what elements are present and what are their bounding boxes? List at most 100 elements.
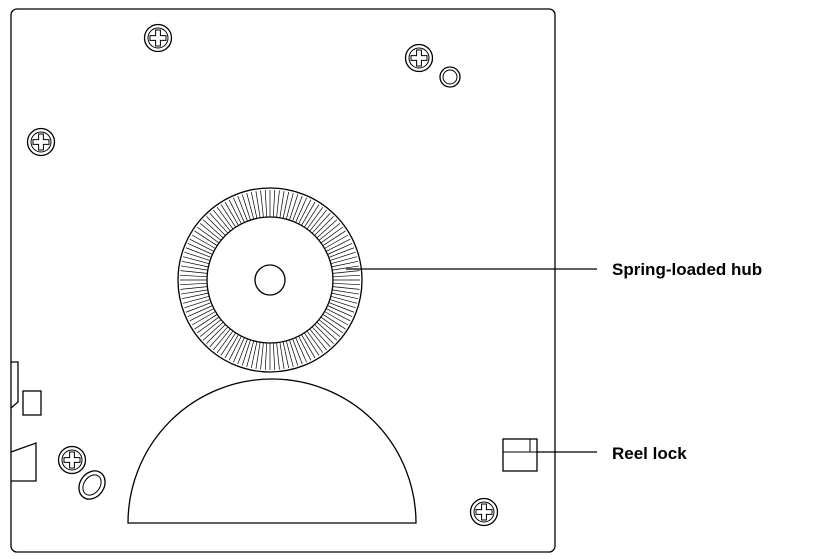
hub-tooth [220, 332, 236, 356]
hub-tooth [285, 340, 294, 368]
hub-tooth [304, 332, 320, 356]
screw-icon [26, 127, 56, 157]
hub-tooth [260, 342, 264, 370]
hub-tooth [185, 302, 212, 313]
hub-tooth [316, 321, 338, 341]
screw-icon [469, 497, 499, 527]
hub-tooth [306, 330, 324, 354]
hub-tooth [279, 342, 285, 369]
hub-tooth [324, 234, 349, 249]
hub-tooth [233, 197, 245, 223]
hub-tooth [184, 299, 211, 309]
hub-tooth [264, 342, 268, 370]
hub-tooth [329, 251, 356, 261]
hub-tooth [264, 190, 268, 218]
hub-tooth [332, 274, 360, 278]
hub-tooth [194, 314, 218, 330]
hub-tooth [329, 299, 356, 309]
hub-tooth [213, 328, 231, 351]
hub-tooth [295, 337, 307, 363]
hub-tooth [255, 342, 261, 369]
hub-tooth [320, 226, 344, 244]
reel-lock-label: Reel lock [612, 444, 687, 463]
hub-tooth [324, 311, 349, 326]
hub-tooth [295, 197, 307, 223]
hub-tooth [327, 243, 353, 255]
hub-tooth [237, 338, 248, 365]
hub-tooth [241, 339, 251, 366]
hub-tooth [187, 243, 213, 255]
hub-tooth [331, 260, 359, 268]
hub-tooth [199, 223, 222, 241]
left-window [22, 390, 42, 416]
hub-label: Spring-loaded hub [612, 260, 762, 279]
reel-lock [502, 438, 538, 472]
hub-tooth [272, 342, 276, 370]
hub-tooth [237, 195, 248, 222]
hub-tooth [298, 335, 312, 361]
hub-tooth [328, 302, 355, 313]
hub-tooth [327, 305, 353, 317]
hub-tooth [196, 316, 220, 334]
hub-tooth [224, 201, 239, 226]
hub-tooth [202, 321, 224, 341]
hub-tooth [241, 194, 251, 221]
hub-teeth [180, 190, 360, 370]
hub-tooth [289, 194, 299, 221]
hub-tooth [306, 206, 324, 230]
hub-tooth [292, 195, 303, 222]
hub-tooth [330, 256, 358, 265]
hub-tooth [233, 337, 245, 363]
left-notch-upper [10, 361, 19, 409]
hub-tooth [216, 330, 234, 354]
hub-tooth [322, 314, 346, 330]
hub-tooth [332, 265, 359, 271]
hub-tooth [314, 324, 334, 344]
hub-tooth [181, 289, 208, 295]
hub-tooth [196, 226, 220, 244]
hub-tooth [332, 282, 360, 286]
alignment-hole-icon [78, 470, 106, 500]
hub-tooth [282, 341, 290, 369]
hub-tooth [309, 209, 327, 232]
screw-icon [143, 23, 173, 53]
hub-tooth [332, 270, 360, 274]
hub-tooth [180, 286, 208, 290]
hub-tooth [180, 282, 208, 286]
hub-tooth [320, 316, 344, 334]
hub-tooth [246, 192, 255, 220]
hub-tooth [216, 206, 234, 230]
hub-tooth [206, 216, 226, 236]
hub-tooth [194, 230, 218, 246]
hub-tooth [182, 295, 210, 304]
hub-tooth [187, 305, 213, 317]
hub-tooth [298, 199, 312, 225]
hub-tooth [276, 342, 280, 370]
hub-tooth [181, 265, 208, 271]
hub-tooth [325, 308, 351, 322]
hub-tooth [213, 209, 231, 232]
hub-tooth [180, 270, 208, 274]
hub-tooth [224, 334, 239, 359]
hub-tooth [199, 319, 222, 337]
hub-tooth [181, 260, 209, 268]
hub-tooth [182, 256, 210, 265]
hub-tooth [292, 338, 303, 365]
screw-icon [404, 43, 434, 73]
hub-tooth [318, 223, 341, 241]
hub-tooth [304, 204, 320, 228]
hub-tooth [311, 326, 331, 348]
hub-tooth [228, 335, 242, 361]
hub-tooth [181, 292, 209, 300]
hub-tooth [209, 326, 229, 348]
hub-tooth [289, 339, 299, 366]
spring-loaded-hub [177, 187, 363, 373]
hub-tooth [282, 191, 290, 219]
hub-tooth [332, 286, 360, 290]
hub-tooth [330, 295, 358, 304]
hub-tooth [184, 251, 211, 261]
hub-tooth [328, 247, 355, 258]
hub-tooth [250, 341, 258, 369]
hub-tooth [314, 216, 334, 236]
